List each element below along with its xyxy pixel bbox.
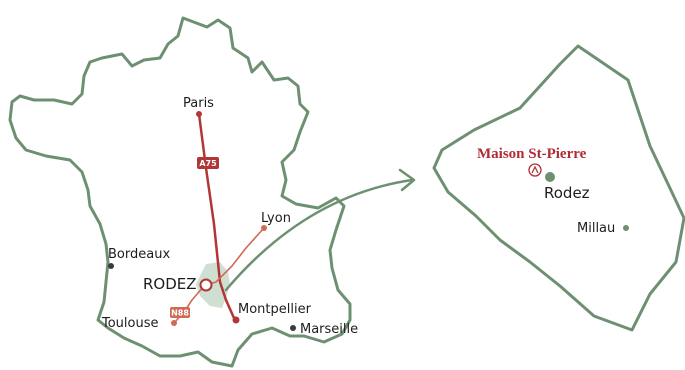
toulouse-dot [171, 320, 177, 326]
paris-label: Paris [183, 96, 214, 111]
bordeaux-label: Bordeaux [108, 247, 170, 262]
rodez-region-dot [545, 172, 555, 182]
brand-label: Maison St-Pierre [477, 146, 587, 162]
lyon-label: Lyon [261, 211, 291, 226]
lyon-dot [261, 225, 267, 231]
montpellier-label: Montpellier [238, 302, 312, 317]
montpellier-dot [232, 316, 240, 324]
a75-shield: A75 [197, 157, 219, 169]
millau-label: Millau [577, 221, 615, 236]
millau-dot [623, 225, 629, 231]
lyon-route [205, 227, 265, 286]
aveyron-outline [432, 44, 685, 332]
rodez-region-label: Rodez [544, 184, 590, 202]
svg-text:A75: A75 [199, 159, 217, 168]
paris-dot [196, 111, 202, 117]
marseille-dot [290, 325, 296, 331]
n88-shield: N88 [170, 307, 190, 318]
rodez-label: RODEZ [143, 275, 197, 293]
svg-text:N88: N88 [171, 309, 189, 318]
marseille-label: Marseille [300, 322, 358, 337]
arrow-icon [224, 168, 416, 292]
france-outline [8, 16, 352, 368]
toulouse-label: Toulouse [101, 316, 159, 331]
aveyron-region [196, 262, 230, 308]
pin-logo-icon [528, 163, 542, 177]
bordeaux-dot [108, 263, 114, 269]
rodez-marker [199, 278, 213, 292]
